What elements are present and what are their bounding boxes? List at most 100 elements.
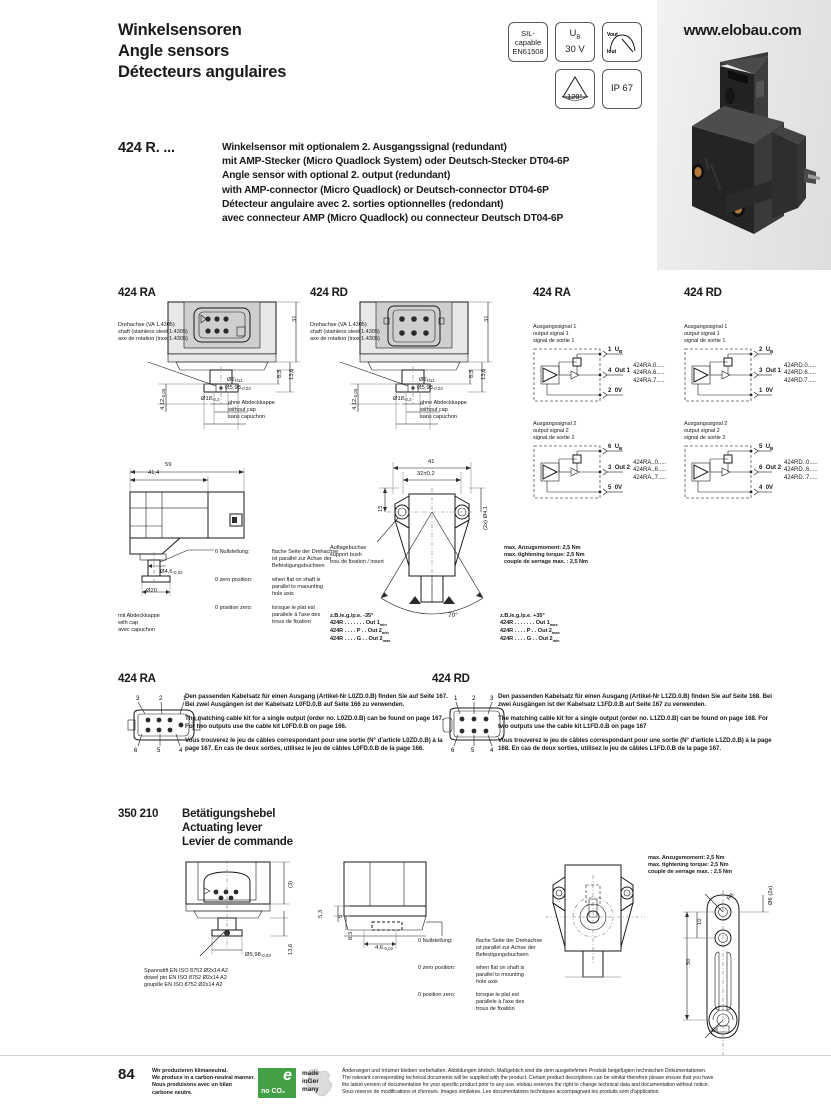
rd-cap-note: ohne Abdeckkappe without cap sans capuch… [420,400,467,420]
ra-signal1-circuit [533,348,623,411]
vout-iout-icon: Vout Iout [607,32,636,55]
ra-cap-note: ohne Abdeckkappe without cap sans capuch… [228,400,275,420]
lever-dim-50: 50 [686,958,692,965]
ra-top-drawing [118,300,323,440]
ra-dim-o598: Ø5,98-0,03 [225,385,251,391]
svg-text:1: 1 [183,696,187,702]
lever-dim-o6: Ø6 (2x) [768,885,774,905]
svg-text:Vout: Vout [607,32,618,38]
lever-zero-notes: 0 Nullstellung: flache Seite der Drehach… [418,938,568,1014]
lever-dim-46: 4,6-0,02 [375,945,394,951]
rd-cable-kit-text: Den passenden Kabelsatz für einen Ausgan… [498,693,772,752]
lever-dim-53: 5,3 [318,909,324,918]
zero-note-en: 0 zero position: when flat on shaft is p… [215,577,323,597]
dim-o46: Ø4,6-0,02 [160,569,183,575]
germany-map-icon [305,1068,333,1097]
zero-position-notes: 0 Nullstellung: flache Seite der Drehach… [215,549,355,627]
side-view-cap-note: mit Abdeckkappe with cap avec capuchon [118,613,160,633]
rd-s2-pin-4: 4 0V [759,485,774,491]
ra-dim-136: 13,6 [289,368,295,380]
rd-signal1-circuit [684,348,774,411]
ra-signal2-labels: Ausgangssignal 2 output signal 2 signal … [533,421,577,441]
rd-dim-o18: Ø18-0,2 [393,396,412,402]
svg-text:1: 1 [454,696,458,702]
website-url[interactable]: www.elobau.com [683,22,802,39]
product-photo: elobau 424RA1?????0 [668,48,820,263]
product-code: 424 R. ... [118,140,175,156]
rd-signal2-labels: Ausgangssignal 2 output signal 2 signal … [684,421,728,441]
lever-titles: Betätigungshebel Actuating lever Levier … [182,808,293,848]
svg-text:3: 3 [136,696,140,702]
ra-dim-o18: Ø18-0,2 [201,396,220,402]
heading-ra-circuit: 424 RA [533,287,571,299]
heading-ra-top-view: 424 RA [118,287,156,299]
fv-dim-41: 41 [428,459,435,465]
lever-zero-en: 0 zero position: when flat on shaft is p… [418,965,525,985]
angle-range-badge: 120° [555,69,595,109]
ra-dim-o2: Ø2H11 [227,377,243,383]
ra-s2-order-numbers: 424RA..0..... 424RA..6..... 424RA..7....… [633,460,667,481]
title-de: Winkelsensoren [118,21,242,39]
rd-dim-136: 13,6 [481,368,487,380]
lever-front-drawing [160,860,340,970]
svg-text:120°: 120° [567,92,583,101]
rd-dim-83: 8,3 [469,369,475,378]
heading-rd-circuit: 424 RD [684,287,722,299]
ra-s1-pin-4: 4 Out 1 [608,368,631,374]
rd-signal2-circuit [684,445,774,508]
angle-120-icon: 120° [561,76,589,101]
ra-shaft-note: Drehachse (VA 1.4305) shaft (stainless s… [118,322,188,342]
dowel-pin-note: Spannstift EN ISO 8752 Ø2x14 A2 dowel pi… [144,968,228,988]
svg-text:5: 5 [471,748,475,754]
rd-dim-o598: Ø5,98-0,03 [417,385,443,391]
lever-arm-detail [665,890,785,1055]
lever-torque-note: max. Anzugsmoment: 2,5 Nm max. tightenin… [648,855,732,875]
ra-signal2-circuit [533,445,623,508]
ra-connector-pinout: 3 2 1 6 5 4 [126,692,206,759]
svg-text:Iout: Iout [607,49,616,55]
rd-s2-pin-6: 6 Out 2 [759,465,782,471]
sil-capable-badge: SIL- capable EN61508 [508,22,548,62]
zero-note-fr: 0 position zero: lorsque le plat est par… [215,605,321,625]
rd-dim-412: 4,12-0,05 [352,388,358,410]
ra-cable-kit-text: Den passenden Kabelsatz für einen Ausgan… [185,693,448,752]
rd-s2-order-numbers: 424RD..0..... 424RD..6..... 424RD..7....… [784,460,818,481]
eco-statement: Wir produzieren klimaneutral. We produce… [152,1068,255,1096]
svg-text:2: 2 [159,696,163,702]
carbon-neutral-logo: e no CO₂ [258,1068,296,1098]
ra-s1-pin-1: 1 UB [608,347,623,355]
rd-s1-pin-1: 1 0V [759,388,774,394]
lever-assembly-drawing [545,855,655,1045]
svg-text:elobau: elobau [703,157,711,170]
lever-dim-83: 8,3 [348,931,354,940]
lever-dim-136: 13,6 [288,943,294,955]
dim-414: 41,4 [148,470,160,476]
rd-connector-pinout: 1 2 3 6 5 4 [440,692,520,759]
svg-text:4: 4 [179,748,183,754]
lever-dim-10: 10 [697,918,703,925]
footer-divider [0,1055,831,1056]
ra-dim-83: 8,3 [277,369,283,378]
lever-side-drawing [330,860,450,970]
fv-dim-41-2x: (2x) Ø4,1 [483,505,489,530]
lever-zero-de: 0 Nullstellung: flache Seite der Drehach… [418,938,543,958]
zero-note-de: 0 Nullstellung: flache Seite der Drehach… [215,549,339,569]
ip-rating-badge: IP 67 [602,69,642,109]
svg-text:6: 6 [134,748,138,754]
dim-o20: Ø20 [146,588,157,594]
ra-s1-pin-2: 2 0V [608,388,623,394]
lever-dim-5: 5 [338,914,344,918]
angle-table-right: z.B./e.g./p.e. +35° 424R . . . . . . . O… [500,613,560,644]
rd-dim-o2: Ø2H11 [419,377,435,383]
lever-dim-o598: Ø5,98-0,03 [245,952,271,958]
lever-dim-3: (3) [288,880,294,888]
svg-text:2: 2 [472,696,476,702]
rd-s1-pin-3: 3 Out 1 [759,368,782,374]
fv-dim-15: 15 [378,505,384,512]
angle-table-left: z.B./e.g./p.e. -35° 424R . . . . . . . O… [330,613,391,644]
ra-s2-pin-5: 5 0V [608,485,623,491]
ra-s2-pin-3: 3 Out 2 [608,465,631,471]
heading-ra-cable-kit: 424 RA [118,673,156,685]
title-en: Angle sensors [118,42,230,60]
